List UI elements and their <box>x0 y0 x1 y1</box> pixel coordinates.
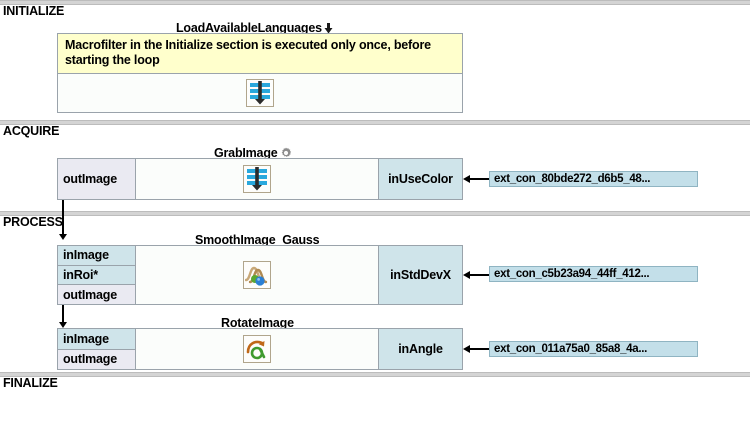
block-title-text: RotateImage <box>221 316 294 330</box>
macrofilter-icon <box>243 165 271 193</box>
section-band-initialize <box>0 0 750 5</box>
block-title-text: LoadAvailableLanguages <box>176 21 322 35</box>
block-body <box>136 329 378 369</box>
block-smooth-image-gauss[interactable]: inImage inRoi* outImage inStdDevX <box>57 245 463 305</box>
block-body <box>136 159 378 199</box>
connector-line-smooth-image-gauss <box>465 274 489 276</box>
section-label-initialize: INITIALIZE <box>3 4 65 18</box>
external-connection-in-angle[interactable]: ext_con_011a75a0_85a8_4a... <box>489 341 698 357</box>
port-out-image[interactable]: outImage <box>58 284 135 305</box>
arrow-down-icon <box>324 22 333 34</box>
gaussian-smooth-icon <box>243 261 271 289</box>
connector-arrow-smooth-image-gauss <box>463 271 470 279</box>
port-out-image[interactable]: outImage <box>58 348 135 369</box>
macrofilter-icon <box>246 79 274 107</box>
ports-rotate-image: inImage outImage <box>58 329 136 369</box>
macrofilter-comment: Macrofilter in the Initialize section is… <box>58 34 462 74</box>
flow-arrow-smooth-to-rotate <box>59 322 67 328</box>
input-port-in-use-color[interactable]: inUseColor <box>378 159 462 199</box>
gear-icon <box>280 147 292 159</box>
block-title-load-available-languages: LoadAvailableLanguages <box>176 21 333 35</box>
block-title-text: GrabImage <box>214 146 278 160</box>
section-band-finalize <box>0 372 750 377</box>
input-port-in-std-dev-x[interactable]: inStdDevX <box>378 246 462 304</box>
section-band-acquire <box>0 120 750 125</box>
block-title-text: SmoothImage_Gauss <box>195 233 320 247</box>
port-label: inUseColor <box>388 172 453 186</box>
block-grab-image[interactable]: outImage inUseColor <box>57 158 463 200</box>
external-connection-in-use-color[interactable]: ext_con_80bde272_d6b5_48... <box>489 171 698 187</box>
section-label-acquire: ACQUIRE <box>3 124 60 138</box>
flow-arrow-acquire-to-process <box>59 234 67 240</box>
port-in-image[interactable]: inImage <box>58 329 135 349</box>
output-ports-grab-image: outImage <box>58 159 136 199</box>
block-title-smooth-image-gauss: SmoothImage_Gauss <box>195 233 320 247</box>
section-band-process <box>0 211 750 216</box>
port-label: inAngle <box>398 342 443 356</box>
block-title-rotate-image: RotateImage <box>221 316 294 330</box>
section-label-process: PROCESS <box>3 215 63 229</box>
flow-line-smooth-to-rotate <box>62 305 64 324</box>
block-body <box>58 74 462 112</box>
connector-arrow-grab-image <box>463 175 470 183</box>
ports-smooth-image-gauss: inImage inRoi* outImage <box>58 246 136 305</box>
connector-line-rotate-image <box>465 348 489 350</box>
rotate-image-icon <box>243 335 271 363</box>
block-rotate-image[interactable]: inImage outImage inAngle <box>57 328 463 370</box>
input-port-in-angle[interactable]: inAngle <box>378 329 462 369</box>
flow-line-acquire-to-process <box>62 200 64 236</box>
external-connection-in-std-dev-x[interactable]: ext_con_c5b23a94_44ff_412... <box>489 266 698 282</box>
port-out-image[interactable]: outImage <box>58 159 135 199</box>
connector-arrow-rotate-image <box>463 345 470 353</box>
block-body <box>136 246 378 304</box>
block-title-grab-image: GrabImage <box>214 146 292 160</box>
port-in-roi[interactable]: inRoi* <box>58 264 135 285</box>
block-load-available-languages[interactable]: Macrofilter in the Initialize section is… <box>57 33 463 113</box>
port-in-image[interactable]: inImage <box>58 246 135 265</box>
port-label: inStdDevX <box>390 268 451 282</box>
connector-line-grab-image <box>465 178 489 180</box>
section-label-finalize: FINALIZE <box>3 376 58 390</box>
